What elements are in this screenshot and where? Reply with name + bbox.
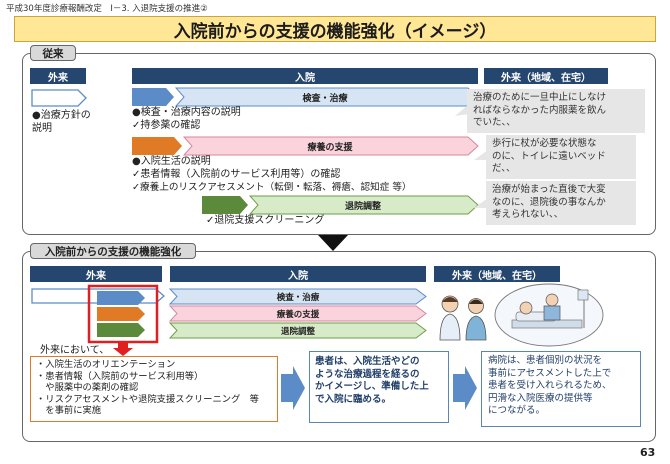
top-outpatient-arrow: [31, 89, 87, 107]
bubble-2-line-1: 歩行に杖が必要な状態な: [492, 138, 597, 149]
bottom-arrow-exam-label: 検査・治療: [276, 292, 320, 303]
bottom-arrow-care: [168, 305, 427, 322]
enhanced-label: 入院前からの支援の機能強化: [30, 243, 196, 259]
outpatient-actions-box: ・入院生活のオリエンテーション ・患者情報（入院前のサービス利用等） や服薬中の…: [30, 356, 278, 422]
bubble-1-line-1: 治療のために一旦中止にしなけ: [473, 92, 607, 103]
bubble-tail-2: [474, 150, 488, 160]
page-title: 入院前からの支援の機能強化（イメージ）: [14, 16, 656, 42]
top-arrow-exam: [132, 87, 479, 107]
bottom-col-outpatient: 外来: [30, 266, 162, 282]
bubble-1-line-2: ればならなかった内服薬を飲ん: [473, 104, 607, 116]
outpatient-action-5: を事前に実施: [36, 405, 102, 416]
outpatient-action-4: ・リスクアセスメントや退院支援スクリーニング 等: [36, 393, 259, 405]
outpatient-action-3: や服薬中の薬剤の確認: [36, 382, 139, 393]
hospital-bed-illustration: [494, 283, 604, 347]
red-down-arrow: [113, 342, 133, 356]
top-arrow-discharge-label: 退院調整: [344, 201, 381, 212]
top-care-item-2: ✓患者情報（入院前のサービス利用等）の確認: [132, 169, 341, 180]
bottom-arrow-discharge: [168, 322, 427, 339]
transition-down-arrow: [318, 235, 348, 251]
outpatient-intro: 外来において、: [40, 345, 110, 356]
top-care-item-3: ✓療養上のリスクアセスメント（転倒・転落、褥瘡、認知症 等）: [132, 182, 412, 193]
bubble-tail-3: [474, 198, 488, 208]
bottom-col-community: 外来（地域、在宅）: [434, 266, 560, 282]
top-outpatient-item: ●治療方針の説明: [32, 110, 91, 134]
nurse-patient-illustration: [439, 295, 487, 341]
hospital-benefit-1: 病院は、患者個別の状況を: [488, 355, 603, 366]
top-arrow-exam-label: 検査・治療: [302, 93, 348, 104]
pre-admission-highlight: [87, 284, 159, 344]
bubble-tail-1: [455, 104, 469, 116]
hospital-benefit-5: につながる。: [488, 405, 546, 416]
top-care-item-1: ●入院生活の説明: [132, 156, 211, 167]
bottom-col-inpatient: 入院: [170, 266, 426, 282]
flow-arrow-2: [453, 366, 477, 410]
top-col-inpatient: 入院: [132, 68, 478, 84]
top-exam-item-1: ●検査・治療内容の説明: [132, 107, 241, 118]
patient-benefit-2: ような治療過程を経るの: [315, 368, 420, 380]
patient-benefit-4: で入院に臨める。: [315, 393, 392, 405]
patient-benefit-box: 患者は、入院生活やどの ような治療過程を経るの かイメージし、準備した上 で入院…: [309, 351, 449, 423]
top-arrow-care-label: 療養の支援: [307, 142, 353, 153]
bubble-3-line-1: 治療が始まった直後で大変: [492, 184, 606, 195]
hospital-benefit-box: 病院は、患者個別の状況を 事前にアセスメントした上で 患者を受け入れられるため、…: [481, 351, 641, 427]
bubble-2-line-2: のに、トイレに遠いベッド: [492, 150, 606, 162]
patient-bubble-1: 治療のために一旦中止にしなけ ればならなかった内服薬を飲ん でいた、、: [467, 89, 645, 133]
outpatient-action-2: ・患者情報（入院前のサービス利用等）: [36, 370, 204, 382]
bubble-3-line-2: なのに、退院後の事なんか: [492, 196, 606, 208]
top-discharge-item-1: ✓退院支援スクリーニング: [206, 215, 325, 226]
patient-benefit-3: かイメージし、準備した上: [315, 381, 429, 392]
top-exam-item-2: ✓持参薬の確認: [132, 120, 201, 131]
bubble-2-line-3: だ、、: [492, 163, 516, 174]
page-number: 63: [640, 446, 656, 459]
hospital-benefit-2: 事前にアセスメントした上で: [488, 367, 612, 379]
page-header: 平成30年度診療報酬改定 Ⅰ－3. 入退院支援の推進②: [6, 4, 208, 14]
flow-arrow-1: [281, 366, 305, 410]
top-arrow-discharge: [202, 195, 479, 215]
patient-benefit-1: 患者は、入院生活やどの: [315, 356, 420, 367]
top-col-community: 外来（地域、在宅）: [484, 68, 608, 84]
top-col-outpatient: 外来: [30, 68, 86, 84]
outpatient-action-1: ・入院生活のオリエンテーション: [36, 359, 176, 370]
bubble-3-line-3: 考えられない、、: [492, 209, 564, 220]
bottom-arrow-discharge-label: 退院調整: [280, 326, 315, 337]
hospital-benefit-3: 患者を受け入れられるため、: [488, 380, 612, 391]
bottom-arrow-care-label: 療養の支援: [276, 309, 320, 320]
patient-bubble-2: 歩行に杖が必要な状態な のに、トイレに遠いベッド だ、、: [486, 135, 636, 179]
bubble-1-line-3: でいた、、: [473, 117, 516, 128]
top-arrow-care: [132, 136, 479, 156]
hospital-benefit-4: 円滑な入院医療の提供等: [488, 392, 593, 404]
patient-bubble-3: 治療が始まった直後で大変 なのに、退院後の事なんか 考えられない、、: [486, 181, 636, 225]
conventional-label: 従来: [30, 45, 76, 61]
bottom-arrow-exam: [168, 288, 427, 305]
